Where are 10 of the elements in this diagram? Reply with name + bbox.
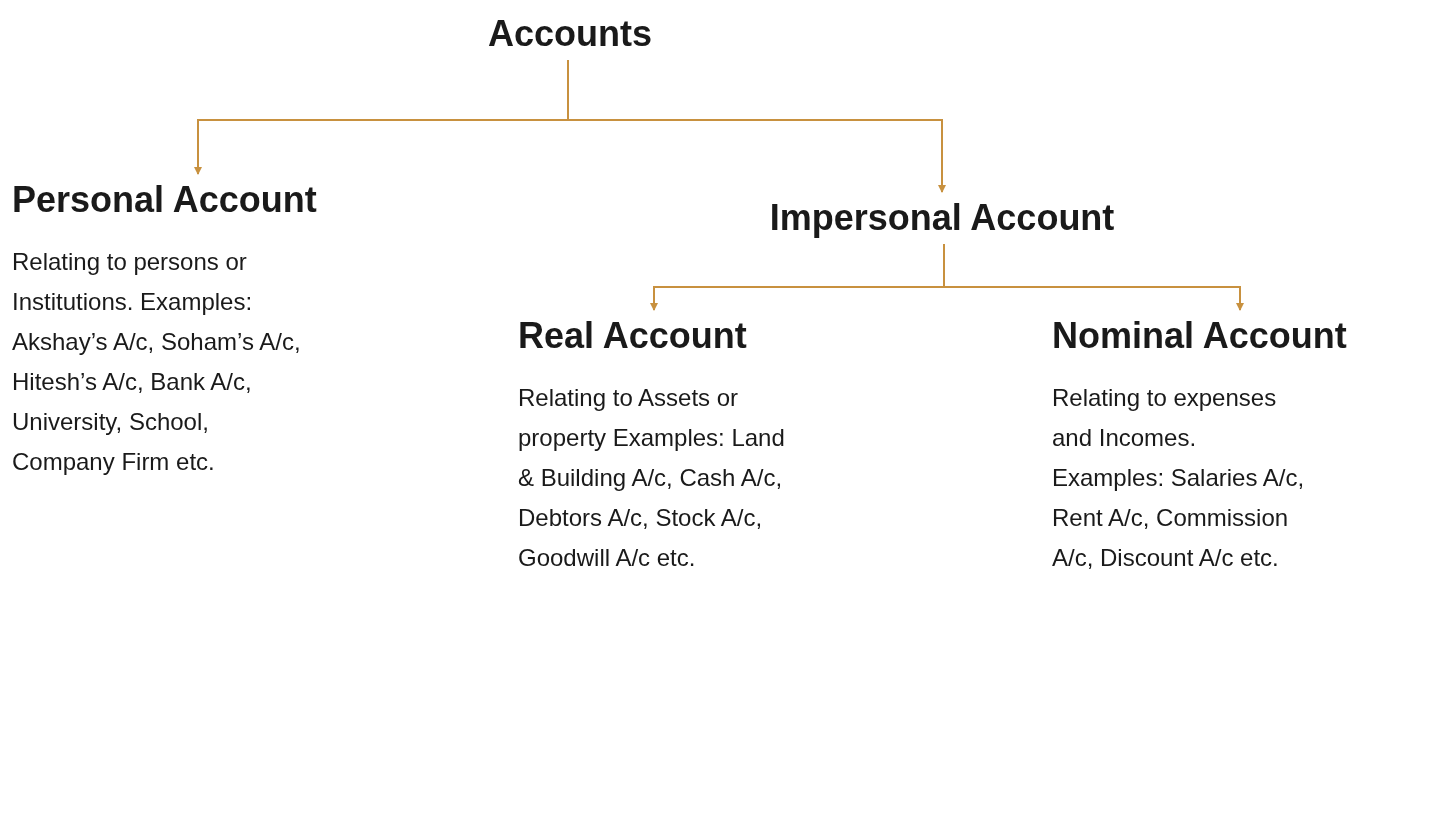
description-text: Relating to expenses and Incomes. Examples: Salaries A/c, Rent A/c, Commission A/c, Discount A/c etc. [1052,383,1306,573]
heading: Nominal Account [1052,314,1348,358]
heading: Accounts [487,12,653,56]
description-text: Relating to persons or Institutions. Examples: Akshay’s A/c, Soham’s A/c, Hitesh’s A/c, Bank A/c, University, School, Company Firm etc. [12,247,302,477]
description-text: Relating to Assets or property Examples: Land & Building A/c, Cash A/c, Debtors A/c, Stock A/c, Goodwill A/c etc. [518,383,786,573]
heading: Impersonal Account [768,196,1116,240]
heading: Real Account [518,314,748,358]
connector-arrow [943,243,1244,311]
heading: Personal Account [12,178,318,222]
connector-arrow [567,59,946,193]
